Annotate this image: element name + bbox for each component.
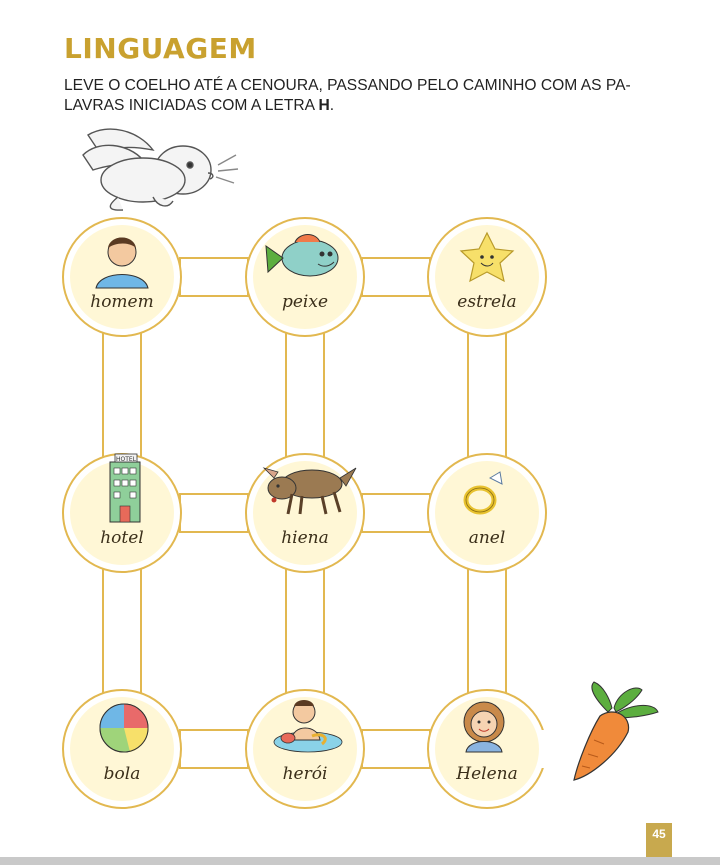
path-v-2a bbox=[285, 329, 325, 463]
star-icon bbox=[459, 231, 515, 283]
node-helena: Helena bbox=[427, 689, 547, 809]
hotel-sign: HOTEL bbox=[116, 456, 137, 463]
hotel-icon: HOTEL bbox=[109, 453, 141, 523]
path-h-3b bbox=[361, 729, 431, 769]
path-v-3b bbox=[467, 565, 507, 699]
footer-bar bbox=[0, 857, 720, 865]
word-homem: homem bbox=[90, 292, 153, 312]
instructions: LEVE O COELHO ATÉ A CENOURA, PASSANDO PE… bbox=[64, 76, 684, 116]
path-v-2b bbox=[285, 565, 325, 699]
node-peixe: peixe bbox=[245, 217, 365, 337]
maze-paths bbox=[102, 257, 507, 769]
word-estrela: estrela bbox=[457, 292, 516, 312]
node-anel: anel bbox=[427, 453, 547, 573]
word-helena: Helena bbox=[455, 764, 517, 784]
instruction-line-2: LAVRAS INICIADAS COM A LETRA bbox=[64, 97, 319, 114]
path-h-3a bbox=[179, 729, 249, 769]
word-hiena: hiena bbox=[281, 528, 329, 548]
instruction-end: . bbox=[329, 97, 335, 114]
instruction-letter: H bbox=[318, 97, 330, 114]
node-hotel: HOTEL hotel bbox=[62, 453, 182, 573]
path-h-2b bbox=[361, 493, 431, 533]
node-estrela: estrela bbox=[427, 217, 547, 337]
path-v-3a bbox=[467, 329, 507, 463]
path-v-1a bbox=[102, 329, 142, 463]
ring-icon bbox=[463, 471, 503, 515]
ball-icon bbox=[99, 703, 149, 753]
page-title: LINGUAGEM bbox=[64, 32, 257, 65]
node-bola: bola bbox=[62, 689, 182, 809]
word-hotel: hotel bbox=[100, 528, 144, 548]
node-hiena: hiena bbox=[245, 453, 365, 573]
rabbit-icon bbox=[82, 128, 239, 211]
hyena-icon bbox=[262, 467, 357, 515]
instruction-line-1: LEVE O COELHO ATÉ A CENOURA, PASSANDO PE… bbox=[64, 77, 631, 94]
carrot-icon bbox=[573, 681, 659, 781]
page-number: 45 bbox=[646, 823, 672, 857]
node-homem: homem bbox=[62, 217, 182, 337]
path-v-1b bbox=[102, 565, 142, 699]
path-exit bbox=[540, 730, 550, 768]
word-bola: bola bbox=[104, 764, 141, 784]
man-icon bbox=[95, 237, 149, 289]
girl-icon bbox=[463, 701, 505, 753]
word-heroi: herói bbox=[283, 764, 328, 784]
word-peixe: peixe bbox=[282, 292, 328, 312]
path-h-1b bbox=[361, 257, 431, 297]
word-anel: anel bbox=[469, 528, 506, 548]
node-heroi: herói bbox=[245, 689, 365, 809]
hero-icon bbox=[273, 700, 343, 753]
path-h-2a bbox=[179, 493, 249, 533]
path-h-1a bbox=[179, 257, 249, 297]
fish-icon bbox=[265, 234, 339, 277]
